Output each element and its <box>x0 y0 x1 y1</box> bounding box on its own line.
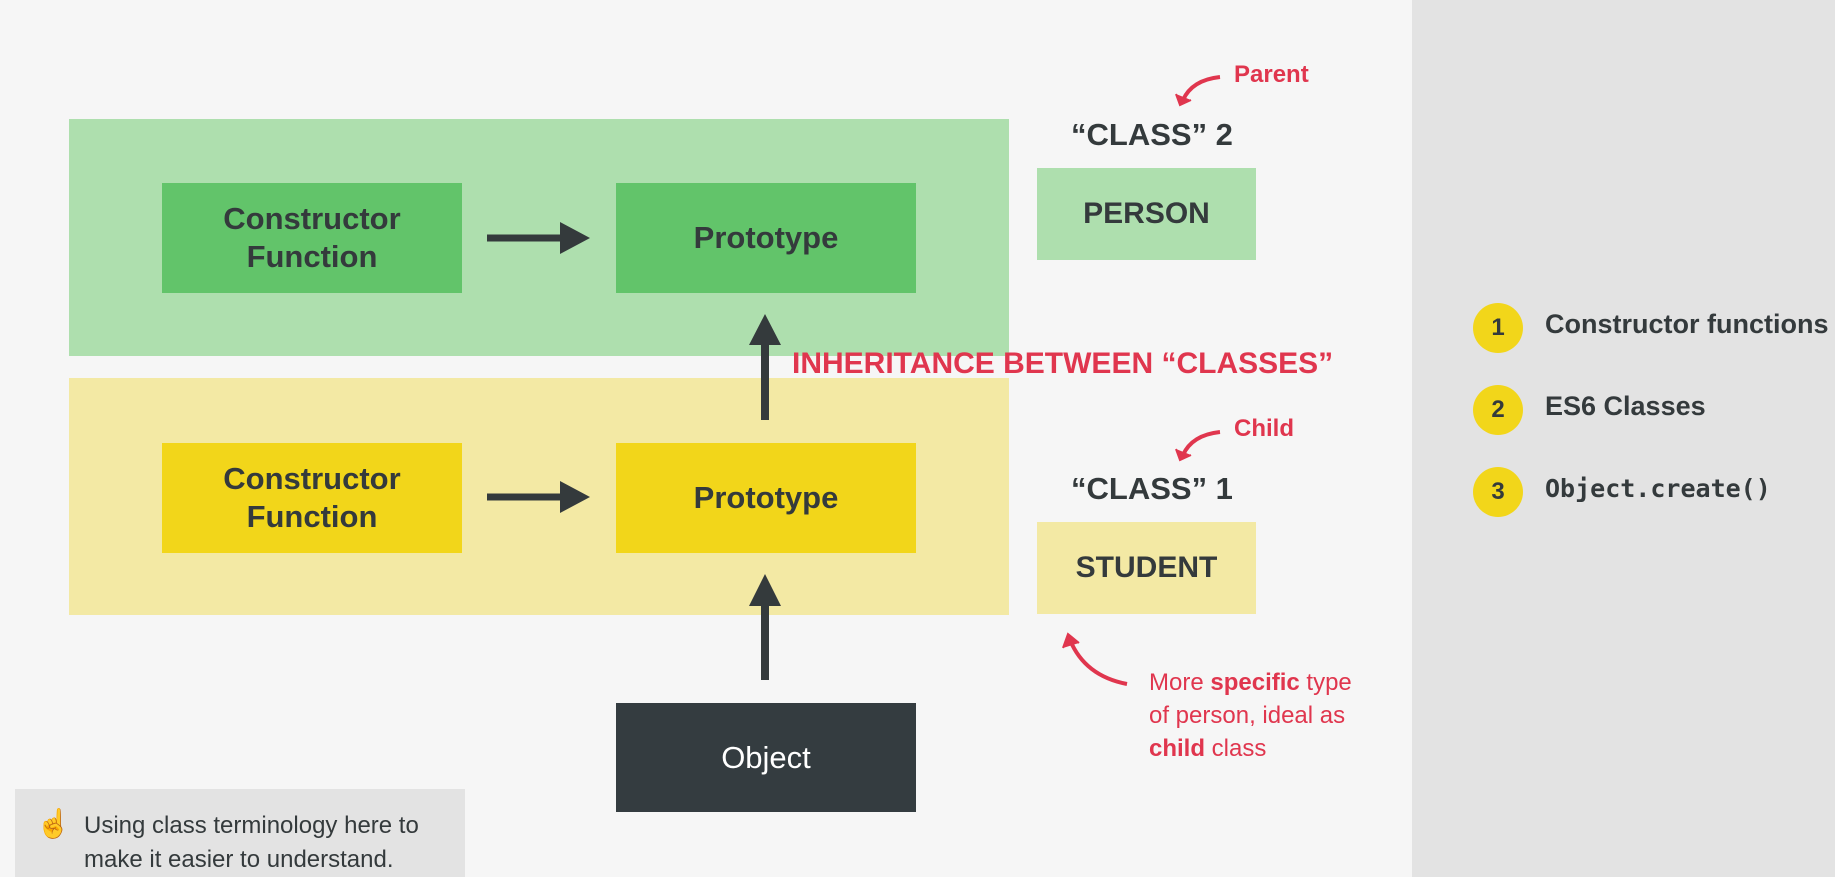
student-box: STUDENT <box>1037 522 1256 614</box>
child-prototype-label: Prototype <box>693 480 839 515</box>
footnote-text: Using class terminology here to make it … <box>84 809 419 877</box>
child-annotation: Child <box>1234 415 1294 442</box>
footnote-line2: make it easier to understand. <box>84 846 394 873</box>
student-annotation-arrow <box>1068 639 1128 686</box>
child-annotation-arrow <box>1181 430 1221 456</box>
student-label: STUDENT <box>1075 551 1218 584</box>
child-note: More specific type of person, ideal as c… <box>1149 666 1352 765</box>
child-note-line2: of person, ideal as <box>1149 702 1346 729</box>
sidebar-number-2: 2 <box>1473 385 1523 435</box>
parent-prototype-label: Prototype <box>693 220 839 255</box>
parent-annotation-arrow <box>1181 75 1221 101</box>
child-note-text: type <box>1299 669 1352 696</box>
student-annotation-arrow-head <box>1062 632 1080 649</box>
sidebar-item-constructor-functions: Constructor functions <box>1545 309 1829 339</box>
child-constructor-line2: Function <box>246 499 378 534</box>
diagram-title: INHERITANCE BETWEEN “CLASSES” <box>792 347 1334 380</box>
class2-heading: “CLASS” 2 <box>1071 117 1233 152</box>
parent-constructor-line1: Constructor <box>223 201 401 236</box>
parent-constructor-line2: Function <box>246 239 378 274</box>
child-constructor-box: Constructor Function <box>162 443 462 553</box>
child-prototype-box: Prototype <box>616 443 916 553</box>
class1-heading: “CLASS” 1 <box>1071 471 1233 506</box>
object-arrow-head <box>749 574 781 606</box>
child-note-text: More <box>1149 669 1211 696</box>
sidebar-item-object-create: Object.create() <box>1545 474 1771 503</box>
pointing-up-icon: ☝ <box>36 808 71 839</box>
footnote: ☝ Using class terminology here to make i… <box>15 789 465 877</box>
object-box: Object <box>616 703 916 812</box>
parent-prototype-box: Prototype <box>616 183 916 293</box>
parent-annotation: Parent <box>1234 61 1309 88</box>
sidebar-number-1: 1 <box>1473 303 1523 353</box>
child-note-text: class <box>1205 735 1267 762</box>
inheritance-arrow-head <box>749 314 781 345</box>
sidebar-item-es6-classes: ES6 Classes <box>1545 391 1706 421</box>
child-note-emphasis-specific: specific <box>1210 669 1300 696</box>
child-note-emphasis-child: child <box>1149 735 1206 762</box>
parent-constructor-box: Constructor Function <box>162 183 462 293</box>
sidebar: 1 Constructor functions 2 ES6 Classes 3 … <box>1412 0 1835 877</box>
person-label: PERSON <box>1083 197 1210 230</box>
child-constructor-line1: Constructor <box>223 461 401 496</box>
object-label: Object <box>721 739 811 775</box>
footnote-line1: Using class terminology here to <box>84 812 419 839</box>
child-arrow-head <box>560 481 590 513</box>
parent-annotation-arrow-head <box>1175 93 1192 107</box>
child-annotation-arrow-head <box>1175 448 1192 462</box>
sidebar-number-3: 3 <box>1473 467 1523 517</box>
person-box: PERSON <box>1037 168 1256 260</box>
parent-arrow-head <box>560 222 590 254</box>
